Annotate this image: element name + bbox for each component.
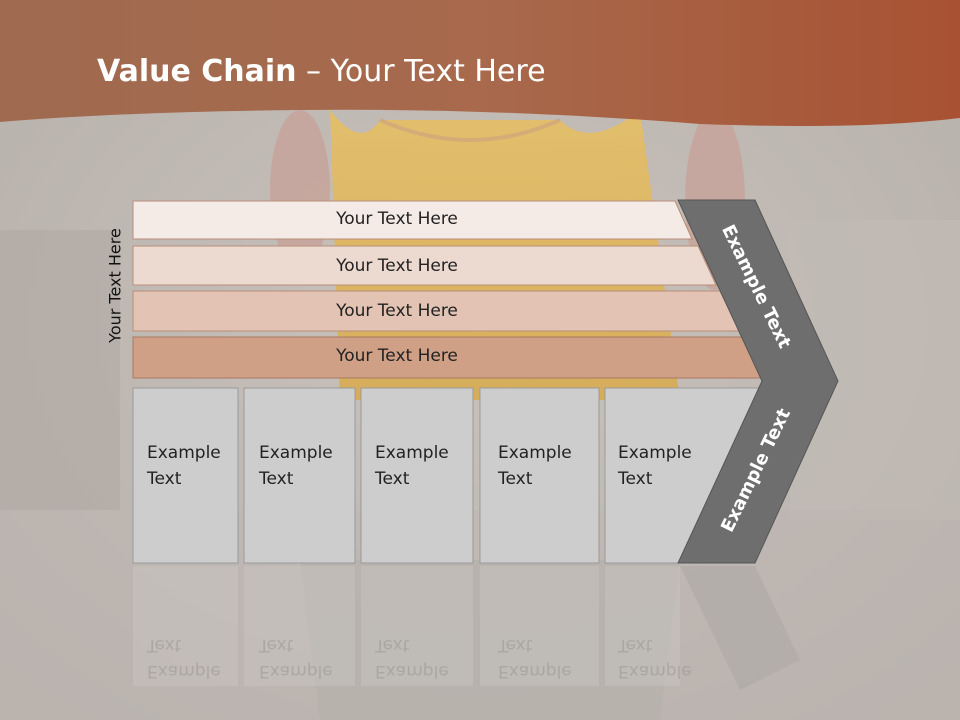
- row-1-bar: [132, 200, 693, 240]
- row-2-label: Your Text Here: [336, 256, 458, 276]
- box-1-label: Example Text: [147, 443, 221, 489]
- box-5-label: Example Text: [618, 443, 692, 489]
- box-5-reflection: Example Text: [618, 635, 692, 681]
- chevron-arrow: [677, 199, 839, 564]
- box-4-label: Example Text: [498, 443, 572, 489]
- row-2-bar: [132, 245, 717, 286]
- page-title: Value Chain – Your Text Here: [97, 54, 546, 89]
- box-2-label: Example Text: [259, 443, 333, 489]
- box-4-reflection: Example Text: [498, 635, 572, 681]
- title-bold: Value Chain: [97, 54, 297, 89]
- box-2-reflection: Example Text: [259, 635, 333, 681]
- box-3: [360, 387, 474, 564]
- box-3-reflection: Example Text: [375, 635, 449, 681]
- row-1-label: Your Text Here: [336, 209, 458, 229]
- box-3-label: Example Text: [375, 443, 449, 489]
- row-3-label: Your Text Here: [336, 301, 458, 321]
- box-2: [243, 387, 356, 564]
- box-4: [479, 387, 600, 564]
- row-4-label: Your Text Here: [336, 346, 458, 366]
- reflection: [133, 566, 800, 690]
- box-1-reflection: Example Text: [147, 635, 221, 681]
- box-1: [132, 387, 239, 564]
- title-rest: – Your Text Here: [296, 54, 546, 89]
